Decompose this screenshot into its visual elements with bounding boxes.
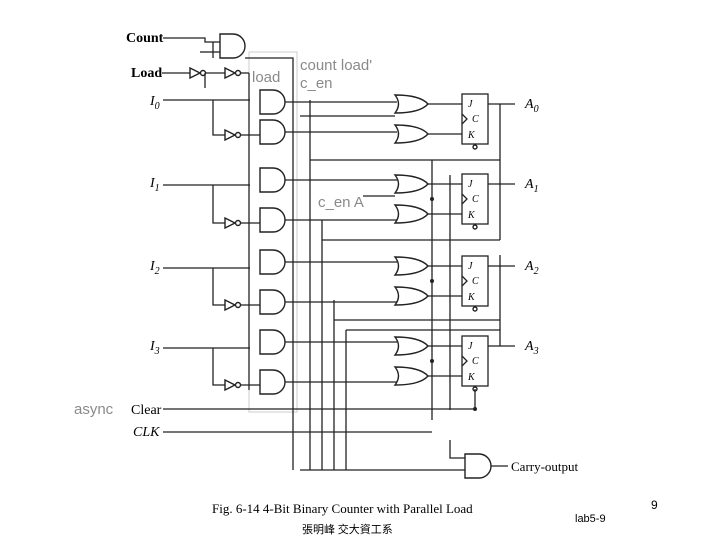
i0-label: I0	[149, 94, 160, 112]
bit-stage-0	[163, 89, 515, 175]
async-annotation: async	[74, 401, 114, 418]
load-and-gate	[259, 89, 286, 115]
carry-output-label: Carry-output	[511, 459, 579, 474]
carry-output-section	[300, 440, 508, 479]
svg-text:K: K	[467, 372, 476, 383]
svg-text:K: K	[467, 292, 476, 303]
svg-text:C: C	[472, 276, 479, 287]
svg-text:K: K	[467, 130, 476, 141]
ff-pin-labels: J C K J C K J C K J C K	[467, 99, 479, 383]
bit-stage-2	[163, 249, 515, 315]
clk-label: CLK	[133, 425, 160, 440]
svg-text:C: C	[472, 194, 479, 205]
page-number: 9	[651, 498, 658, 512]
i1-label: I1	[149, 176, 160, 194]
or-gate-j	[393, 94, 429, 114]
count-label: Count	[126, 31, 164, 46]
load-inv-and-gate	[259, 119, 286, 145]
a0-label: A0	[524, 97, 539, 115]
a2-label: A2	[524, 259, 539, 277]
bit-stage-3	[163, 329, 515, 395]
bit-stage-1	[163, 167, 515, 233]
carry-and-gate	[464, 453, 492, 479]
svg-text:J: J	[468, 179, 473, 190]
figure-caption: Fig. 6-14 4-Bit Binary Counter with Para…	[212, 501, 473, 516]
clear-clk-lines	[163, 389, 477, 433]
c-en-a-annotation: c_en A	[318, 194, 364, 211]
svg-text:J: J	[468, 341, 473, 352]
c-en-annotation: c_en	[300, 75, 333, 92]
author-footer: 張明峰 交大資工系	[302, 522, 393, 536]
svg-text:K: K	[467, 210, 476, 221]
i3-label: I3	[149, 339, 160, 357]
svg-text:J: J	[468, 261, 473, 272]
count-and-gate	[219, 33, 246, 59]
bus-lines	[309, 100, 501, 470]
load-label: Load	[131, 66, 162, 81]
slide-ref: lab5-9	[575, 513, 606, 525]
i2-label: I2	[149, 259, 160, 277]
control-section	[162, 33, 294, 470]
a1-label: A1	[524, 177, 539, 195]
count-load-annotation: count load'	[300, 57, 372, 74]
or-gate-k	[393, 124, 429, 144]
svg-text:C: C	[472, 114, 479, 125]
clear-label: Clear	[131, 403, 162, 418]
a3-label: A3	[524, 339, 539, 357]
load-annotation: load	[252, 69, 280, 86]
svg-text:C: C	[472, 356, 479, 367]
svg-text:J: J	[468, 99, 473, 110]
